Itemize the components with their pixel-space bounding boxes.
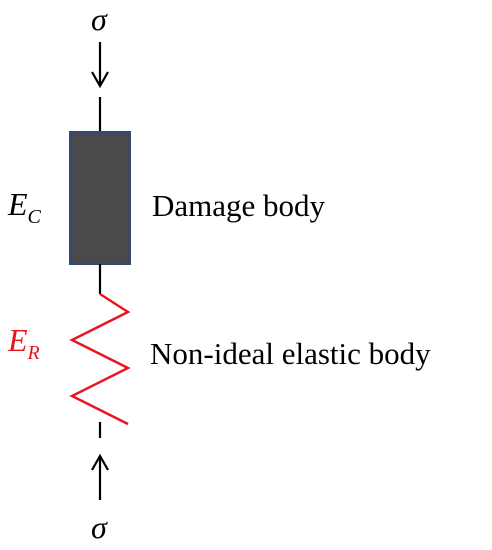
top-load-arrow [91,42,109,89]
bottom-sigma-label: σ [91,509,107,545]
elastic-modulus-symbol: ER [8,322,40,363]
elastic-spring [69,292,131,426]
damage-modulus-symbol: EC [8,186,41,227]
damage-body-block [69,131,131,265]
damage-modulus-base: E [8,186,28,222]
elastic-body-label: Non-ideal elastic body [150,336,431,371]
elastic-modulus-base: E [8,322,28,358]
damage-body-label: Damage body [152,188,326,223]
top-sigma-label: σ [91,1,107,37]
damage-modulus-subscript: C [27,206,41,228]
bottom-load-arrow [91,453,109,500]
elastic-modulus-subscript: R [27,342,40,364]
